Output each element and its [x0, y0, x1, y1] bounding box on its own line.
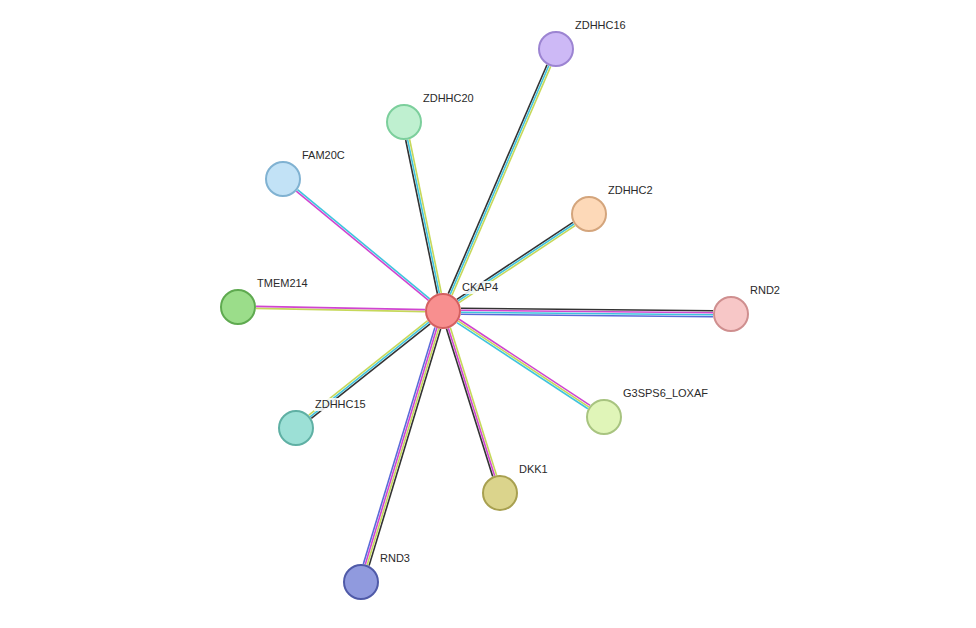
protein-node — [586, 399, 622, 435]
evidence-line — [367, 329, 439, 566]
node-label: CKAP4 — [461, 281, 499, 294]
protein-node — [220, 289, 256, 325]
evidence-line — [457, 323, 588, 409]
node-label: RND2 — [749, 284, 781, 297]
evidence-line — [310, 322, 429, 417]
evidence-line — [298, 190, 430, 299]
node-label: ZDHHC20 — [422, 92, 475, 105]
node-label: ZDHHC16 — [574, 19, 627, 32]
node-label: RND3 — [379, 552, 411, 565]
interaction-edge — [363, 327, 440, 565]
interaction-edge — [256, 306, 425, 311]
protein-node — [571, 196, 607, 232]
evidence-line — [296, 191, 428, 300]
evidence-line — [450, 328, 496, 476]
protein-node — [482, 475, 518, 511]
evidence-line — [408, 140, 440, 294]
interaction-edge — [457, 319, 590, 409]
interaction-edge — [461, 308, 713, 317]
node-label: DKK1 — [518, 463, 549, 476]
evidence-line — [459, 319, 590, 405]
evidence-line — [309, 321, 428, 416]
evidence-line — [369, 329, 441, 566]
evidence-line — [406, 140, 438, 294]
evidence-line — [448, 328, 494, 476]
evidence-line — [363, 327, 435, 564]
evidence-line — [461, 314, 713, 317]
interaction-edge — [457, 222, 575, 302]
evidence-line — [410, 139, 442, 293]
evidence-line — [458, 224, 574, 301]
node-label: ZDHHC2 — [607, 184, 654, 197]
node-label: ZDHHC15 — [314, 398, 367, 411]
interaction-edge — [406, 139, 442, 294]
interaction-edge — [296, 190, 430, 301]
evidence-line — [446, 329, 492, 477]
protein-node — [265, 161, 301, 197]
protein-node — [343, 564, 379, 600]
protein-node — [538, 31, 574, 67]
node-label: TMEM214 — [256, 277, 309, 290]
interaction-edge — [446, 328, 496, 477]
evidence-line — [458, 321, 589, 407]
protein-node — [713, 296, 749, 332]
evidence-line — [459, 226, 575, 303]
node-label: G3SPS6_LOXAF — [622, 387, 709, 400]
protein-node — [386, 104, 422, 140]
protein-node — [425, 293, 461, 329]
evidence-line — [256, 306, 425, 309]
evidence-line — [457, 222, 573, 299]
evidence-line — [365, 328, 437, 565]
node-label: FAM20C — [301, 149, 346, 162]
protein-node — [278, 410, 314, 446]
